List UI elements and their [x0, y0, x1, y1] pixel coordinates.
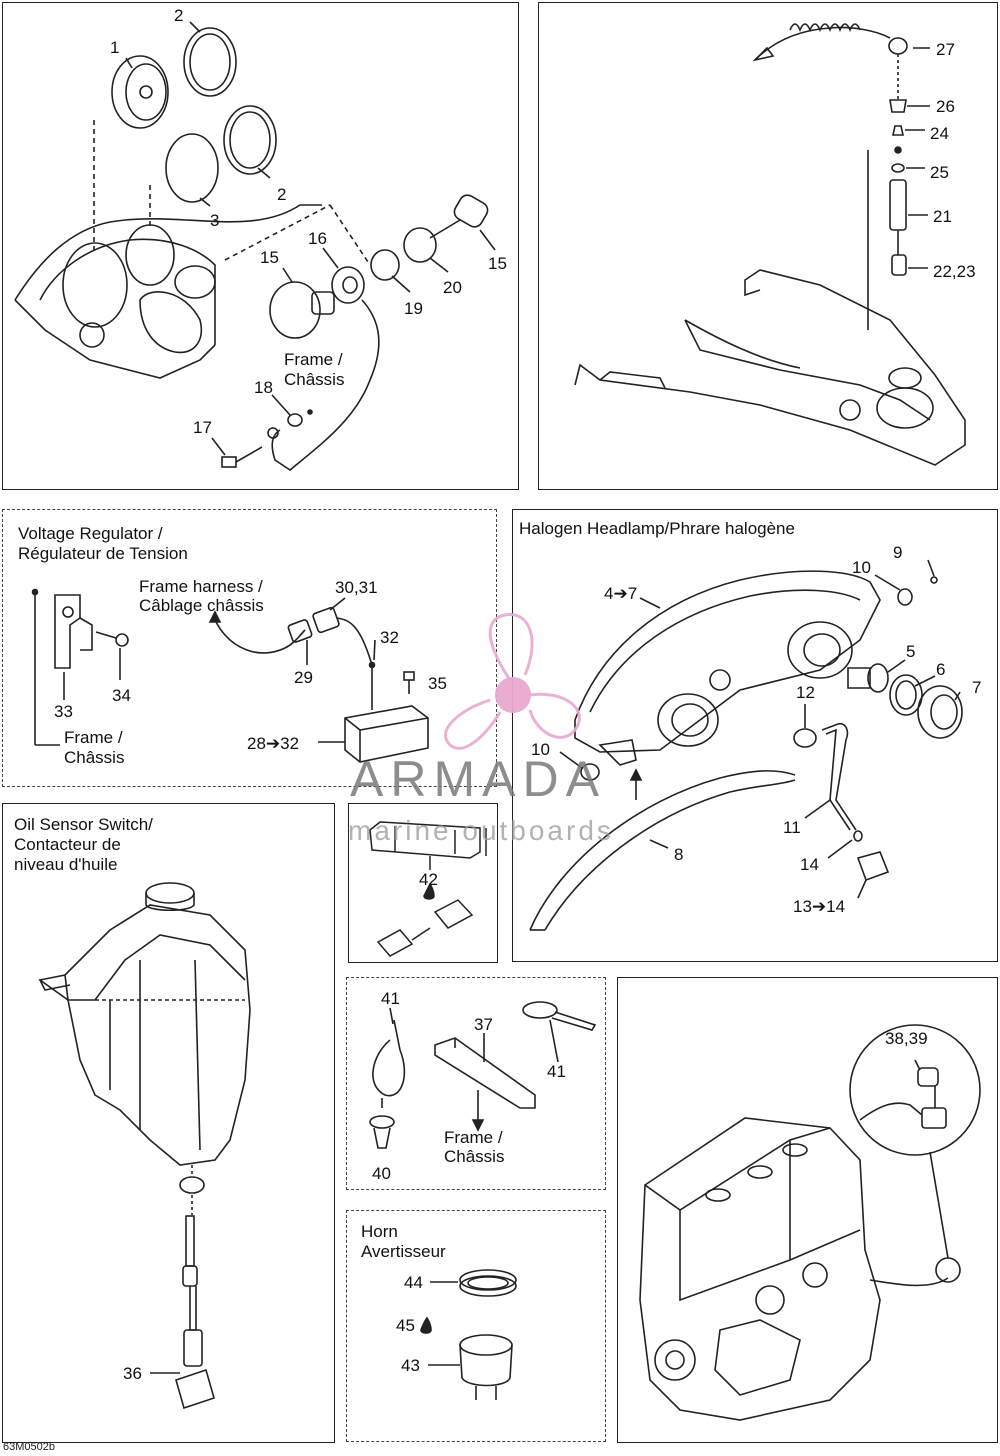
panel-oil-sensor: [2, 803, 335, 1443]
callout-37: 37: [474, 1015, 493, 1034]
callout-26: 26: [936, 97, 955, 116]
callout-15-knob: 15: [260, 248, 279, 267]
callout-35: 35: [428, 674, 447, 693]
callout-44: 44: [404, 1273, 423, 1292]
callout-18: 18: [254, 378, 273, 397]
ties-frame-label-fr: Châssis: [444, 1147, 505, 1166]
callout-42: 42: [419, 870, 438, 889]
callout-41-right: 41: [547, 1062, 566, 1081]
callout-15-key: 15: [488, 254, 507, 273]
callout-14: 14: [800, 855, 819, 874]
ties-frame-label-en: Frame /: [444, 1128, 503, 1147]
callout-20: 20: [443, 278, 462, 297]
callout-40: 40: [372, 1164, 391, 1183]
panel-connector: [348, 803, 498, 963]
callout-16: 16: [308, 229, 327, 248]
callout-25: 25: [930, 163, 949, 182]
callout-45: 45: [396, 1316, 415, 1335]
callout-3: 3: [210, 211, 220, 230]
callout-43: 43: [401, 1356, 420, 1375]
callout-2-top: 2: [174, 6, 184, 25]
callout-28-32: 28➔32: [247, 734, 300, 753]
panel-gauges: [2, 2, 519, 490]
panel-engine: [617, 977, 998, 1443]
voltage-frame-label-en: Frame /: [64, 728, 123, 747]
callout-11: 11: [783, 818, 801, 837]
callout-4-7: 4➔7: [604, 584, 638, 603]
callout-33: 33: [54, 702, 73, 721]
callout-13-14: 13➔14: [793, 897, 846, 916]
callout-27: 27: [936, 40, 955, 59]
callout-5: 5: [906, 642, 916, 661]
frame-harness-label-fr: Câblage châssis: [139, 596, 264, 615]
callout-41-left: 41: [381, 989, 400, 1008]
callout-10-bottom: 10: [531, 740, 550, 759]
callout-8: 8: [674, 845, 684, 864]
callout-29: 29: [294, 668, 313, 687]
callout-34: 34: [112, 686, 131, 705]
callout-36: 36: [123, 1364, 142, 1383]
callout-10-top: 10: [852, 558, 871, 577]
drawing-code: 63M0502b: [3, 1441, 55, 1453]
callout-12: 12: [796, 683, 815, 702]
voltage-regulator-title: Voltage Regulator / Régulateur de Tensio…: [18, 524, 188, 563]
callout-24: 24: [930, 124, 949, 143]
callout-2-mid: 2: [277, 185, 287, 204]
headlamp-title: Halogen Headlamp/Phrare halogène: [519, 519, 795, 538]
callout-30-31: 30,31: [335, 578, 378, 597]
callout-22-23: 22,23: [933, 262, 976, 281]
callout-17: 17: [193, 418, 212, 437]
callout-9: 9: [893, 543, 903, 562]
oil-sensor-title: Oil Sensor Switch/ Contacteur de niveau …: [14, 815, 153, 874]
callout-38-39: 38,39: [885, 1029, 928, 1048]
callout-1: 1: [110, 38, 120, 57]
panel-headlamp: [512, 509, 998, 962]
horn-title: Horn Avertisseur: [361, 1222, 446, 1261]
panel-horn: [346, 1210, 606, 1442]
frame-label-en: Frame /: [284, 350, 343, 369]
callout-21: 21: [933, 207, 952, 226]
panel-ties: [346, 977, 606, 1190]
callout-7: 7: [972, 678, 982, 697]
frame-label-fr: Châssis: [284, 370, 345, 389]
callout-6: 6: [936, 660, 946, 679]
callout-19: 19: [404, 299, 423, 318]
panel-top-right: [538, 2, 998, 490]
frame-harness-label-en: Frame harness /: [139, 577, 263, 596]
voltage-frame-label-fr: Châssis: [64, 748, 125, 767]
callout-32: 32: [380, 628, 399, 647]
